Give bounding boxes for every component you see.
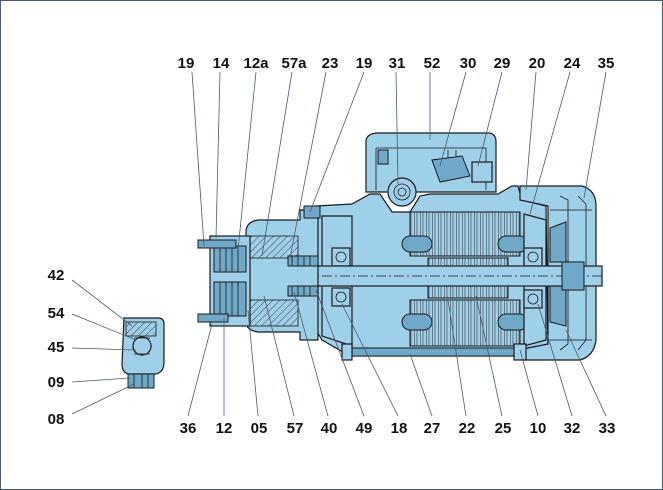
label-bottom: 36 xyxy=(180,420,197,437)
mechanical-seal-top xyxy=(287,255,319,267)
label-top: 19 xyxy=(178,55,195,72)
label-bottom: 40 xyxy=(321,420,338,437)
bolt-bottom xyxy=(197,313,229,323)
label-bottom: 57 xyxy=(287,420,304,437)
valve-plug xyxy=(127,373,155,389)
impeller-bottom xyxy=(213,281,247,317)
bearing-front-bottom xyxy=(331,287,351,307)
tie-rod xyxy=(345,347,527,357)
cable-gland xyxy=(387,177,417,207)
winding-head-left-bottom xyxy=(401,313,433,331)
winding-head-left-top xyxy=(401,235,433,253)
bearing-rear-top xyxy=(523,247,543,267)
label-top: 24 xyxy=(564,55,581,72)
label-top: 14 xyxy=(213,55,230,72)
label-bottom: 12 xyxy=(216,420,233,437)
label-bottom: 25 xyxy=(495,420,512,437)
label-top: 20 xyxy=(529,55,546,72)
label-left: 42 xyxy=(48,267,65,284)
leader-lines xyxy=(71,71,607,417)
left-labels: 42 54 45 09 08 xyxy=(48,267,65,428)
bottom-labels: 36 12 05 57 40 49 18 27 22 25 10 32 33 xyxy=(180,420,616,437)
fan-hub xyxy=(561,261,585,291)
label-bottom: 32 xyxy=(564,420,581,437)
label-top: 57a xyxy=(281,55,307,72)
label-top: 35 xyxy=(598,55,615,72)
label-bottom: 18 xyxy=(391,420,408,437)
label-bottom: 49 xyxy=(356,420,373,437)
pump-assembly xyxy=(197,132,603,361)
bolt-top xyxy=(197,239,237,249)
label-top: 31 xyxy=(389,55,406,72)
label-top: 19 xyxy=(356,55,373,72)
label-top: 30 xyxy=(460,55,477,72)
impeller-top xyxy=(213,245,247,273)
label-left: 45 xyxy=(48,339,65,356)
label-bottom: 05 xyxy=(251,420,268,437)
label-bottom: 10 xyxy=(530,420,547,437)
mechanical-seal-bottom xyxy=(287,285,319,297)
label-top: 12a xyxy=(243,55,269,72)
label-bottom: 22 xyxy=(459,420,476,437)
label-left: 54 xyxy=(48,305,65,322)
label-top: 23 xyxy=(322,55,339,72)
label-left: 09 xyxy=(48,374,65,391)
label-bottom: 27 xyxy=(424,420,441,437)
bearing-front-top xyxy=(331,247,351,267)
label-bottom: 33 xyxy=(599,420,616,437)
terminal-block xyxy=(431,155,471,183)
label-top: 52 xyxy=(424,55,441,72)
label-left: 08 xyxy=(48,411,65,428)
valve-detail xyxy=(121,317,165,389)
top-labels: 19 14 12a 57a 23 19 31 52 30 29 20 24 35 xyxy=(178,55,615,72)
label-top: 29 xyxy=(494,55,511,72)
valve-ball xyxy=(132,336,152,356)
bearing-rear-bottom xyxy=(523,289,543,309)
